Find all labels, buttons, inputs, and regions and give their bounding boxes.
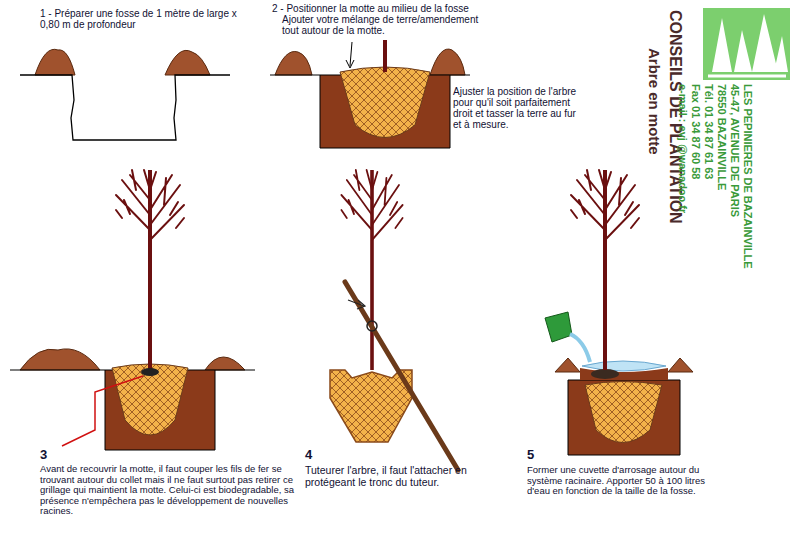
step-number: 5 <box>527 448 547 462</box>
step-instruction: 1 - Préparer une fosse de 1 mètre de lar… <box>40 8 245 30</box>
contact-line: LES PEPINIERES DE BAZAINVILLE <box>742 84 754 269</box>
step-instruction: Tuteurer l'arbre, il faut l'attacher en … <box>305 465 510 488</box>
callout-note: Ajuster la position de l'arbre pour qu'i… <box>453 86 577 130</box>
contact-line: 78550 BAZAINVILLE <box>716 84 728 190</box>
contact-line: e-mail : evj @wanadoo.fr <box>677 84 689 213</box>
panel-3-planting <box>10 170 255 450</box>
panel-4-staking <box>330 170 458 470</box>
contact-line: Fax 01 34 87 60 58 <box>690 84 702 179</box>
step-instruction: Ajouter votre mélange de terre/amendemen… <box>282 14 497 36</box>
step-instruction: Former une cuvette d'arrosage autour du … <box>527 465 722 497</box>
step-number: 4 <box>305 448 325 462</box>
panel-1-pit <box>20 49 230 140</box>
step-number: 3 <box>40 448 60 462</box>
contact-line: 45-47, AVENUE DE PARIS <box>729 84 741 217</box>
step-instruction: 2 - Positionner la motte au milieu de la… <box>272 3 502 14</box>
step-instruction: Avant de recouvrir la motte, il faut cou… <box>40 464 302 517</box>
contact-line: Tél. 01 34 87 61 63 <box>703 84 715 179</box>
subtitle: Arbre en motte <box>646 48 663 155</box>
nursery-logo <box>703 8 790 80</box>
panel-2-pit <box>270 40 470 148</box>
